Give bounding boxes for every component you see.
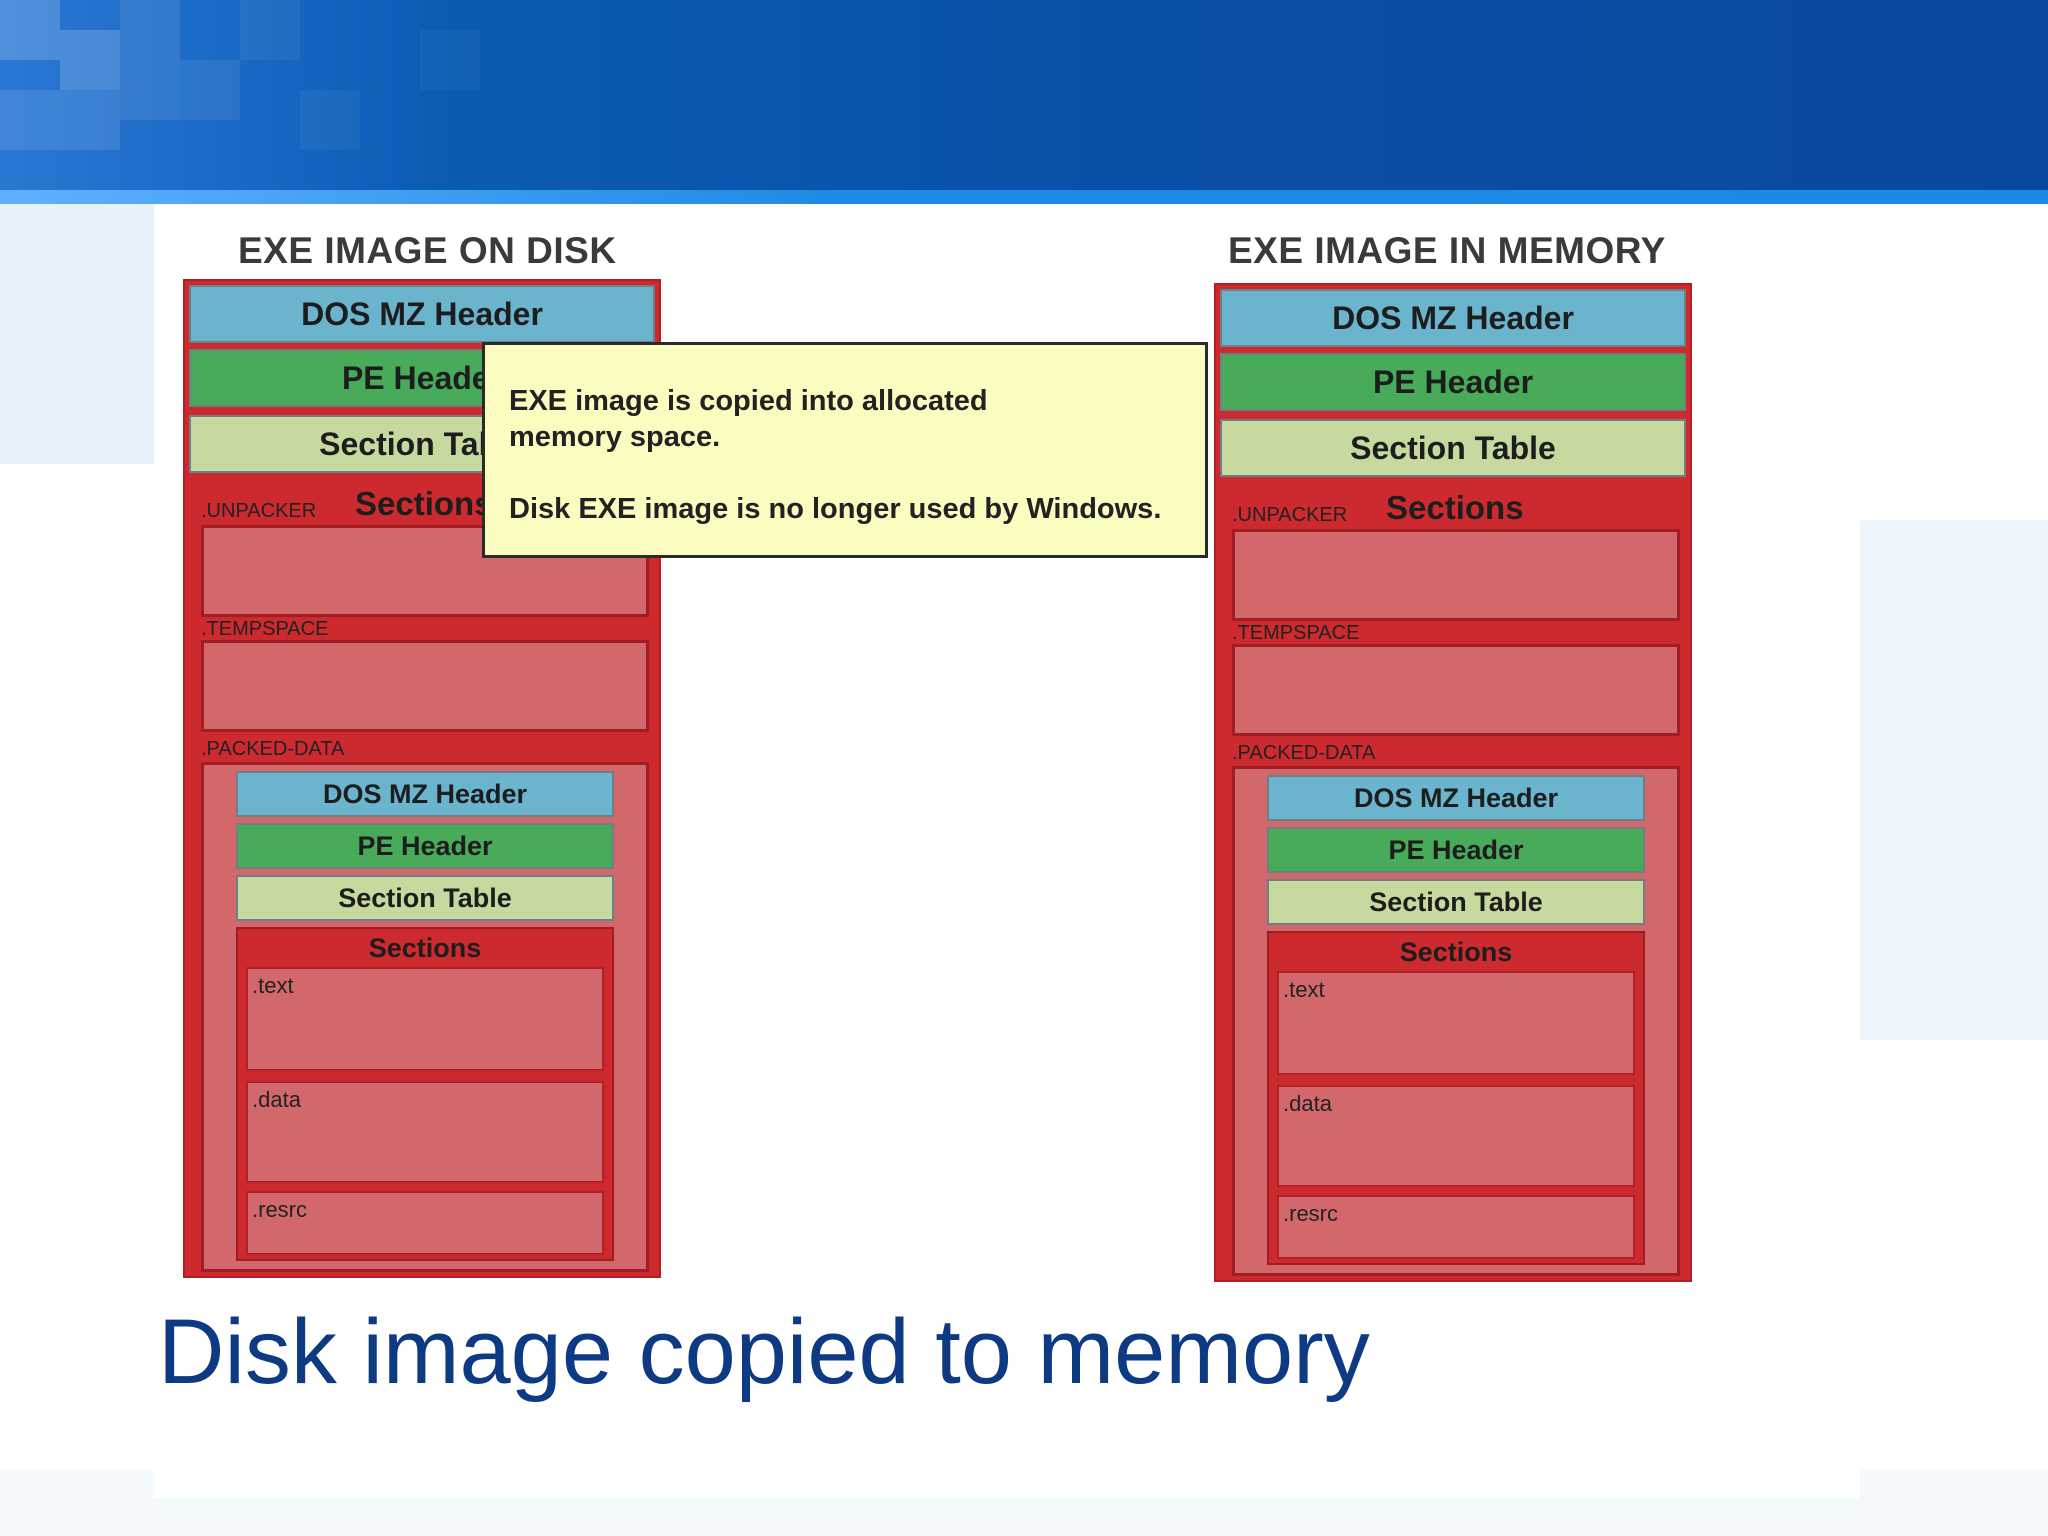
memory-unpacker-label: .UNPACKER <box>1232 504 1348 526</box>
header-mosaic-tile <box>180 60 240 120</box>
memory-image-title: EXE IMAGE IN MEMORY <box>1228 230 1666 271</box>
disk-inner-sections: Sections .text .data .resrc <box>236 927 614 1261</box>
note-line-1: EXE image is copied into allocated <box>509 385 988 417</box>
disk-text-section: .text <box>246 967 604 1071</box>
memory-unpacker-section <box>1232 529 1680 621</box>
memory-text-label: .text <box>1283 977 1325 1002</box>
disk-rsrc-label: .resrc <box>252 1197 307 1222</box>
disk-tempspace-section <box>201 640 649 732</box>
note-line-3: Disk EXE image is no longer used by Wind… <box>509 493 1162 525</box>
disk-sections-title: Sections <box>355 485 493 522</box>
memory-inner-sections-title: Sections <box>1399 937 1513 967</box>
header-mosaic-tile <box>0 0 60 60</box>
memory-tempspace-section <box>1232 644 1680 736</box>
disk-inner-dos-mz-header: DOS MZ Header <box>236 771 614 817</box>
slide-caption: Disk image copied to memory <box>158 1301 1370 1403</box>
disk-tempspace-label: .TEMPSPACE <box>201 618 329 640</box>
callout-note: EXE image is copied into allocated memor… <box>482 342 1208 558</box>
memory-inner-pe-header: PE Header <box>1267 827 1645 873</box>
disk-unpacker-label: .UNPACKER <box>201 500 317 522</box>
memory-sections-title: Sections <box>1386 489 1524 526</box>
disk-inner-sections-title: Sections <box>368 933 482 963</box>
header-mosaic-tile <box>240 0 300 60</box>
memory-rsrc-section: .resrc <box>1277 1195 1635 1259</box>
memory-packed-data-section: DOS MZ Header PE Header Section Table Se… <box>1232 766 1680 1276</box>
memory-dos-mz-header: DOS MZ Header <box>1220 289 1686 347</box>
memory-section-table: Section Table <box>1220 419 1686 477</box>
disk-dos-mz-header: DOS MZ Header <box>189 285 655 343</box>
disk-rsrc-section: .resrc <box>246 1191 604 1255</box>
header-accent-strip <box>0 190 2048 204</box>
disk-text-label: .text <box>252 973 294 998</box>
memory-image-stack: DOS MZ Header PE Header Section Table Se… <box>1214 283 1692 1282</box>
memory-inner-dos-mz-header: DOS MZ Header <box>1267 775 1645 821</box>
memory-tempspace-label: .TEMPSPACE <box>1232 622 1360 644</box>
header-mosaic-tile <box>0 90 120 150</box>
memory-rsrc-label: .resrc <box>1283 1201 1338 1226</box>
header-mosaic-tile <box>60 30 120 90</box>
memory-inner-sections: Sections .text .data .resrc <box>1267 931 1645 1265</box>
disk-inner-section-table: Section Table <box>236 875 614 921</box>
disk-data-label: .data <box>252 1087 301 1112</box>
background-decoration <box>1860 520 2048 1040</box>
disk-data-section: .data <box>246 1081 604 1183</box>
header-mosaic-tile <box>300 90 360 150</box>
disk-packed-data-label: .PACKED-DATA <box>201 738 345 760</box>
memory-data-label: .data <box>1283 1091 1332 1116</box>
memory-packed-data-label: .PACKED-DATA <box>1232 742 1376 764</box>
disk-inner-pe-header: PE Header <box>236 823 614 869</box>
memory-inner-section-table: Section Table <box>1267 879 1645 925</box>
disk-packed-data-section: DOS MZ Header PE Header Section Table Se… <box>201 762 649 1272</box>
disk-image-stack: DOS MZ Header PE Header Section Table Se… <box>183 279 661 1278</box>
background-decoration <box>0 204 154 464</box>
memory-data-section: .data <box>1277 1085 1635 1187</box>
header-mosaic-tile <box>420 30 480 90</box>
note-line-2: memory space. <box>509 421 721 453</box>
memory-pe-header: PE Header <box>1220 353 1686 411</box>
memory-text-section: .text <box>1277 971 1635 1075</box>
slide-header-band <box>0 0 2048 192</box>
disk-image-title: EXE IMAGE ON DISK <box>238 230 617 271</box>
header-mosaic-tile <box>120 0 180 120</box>
